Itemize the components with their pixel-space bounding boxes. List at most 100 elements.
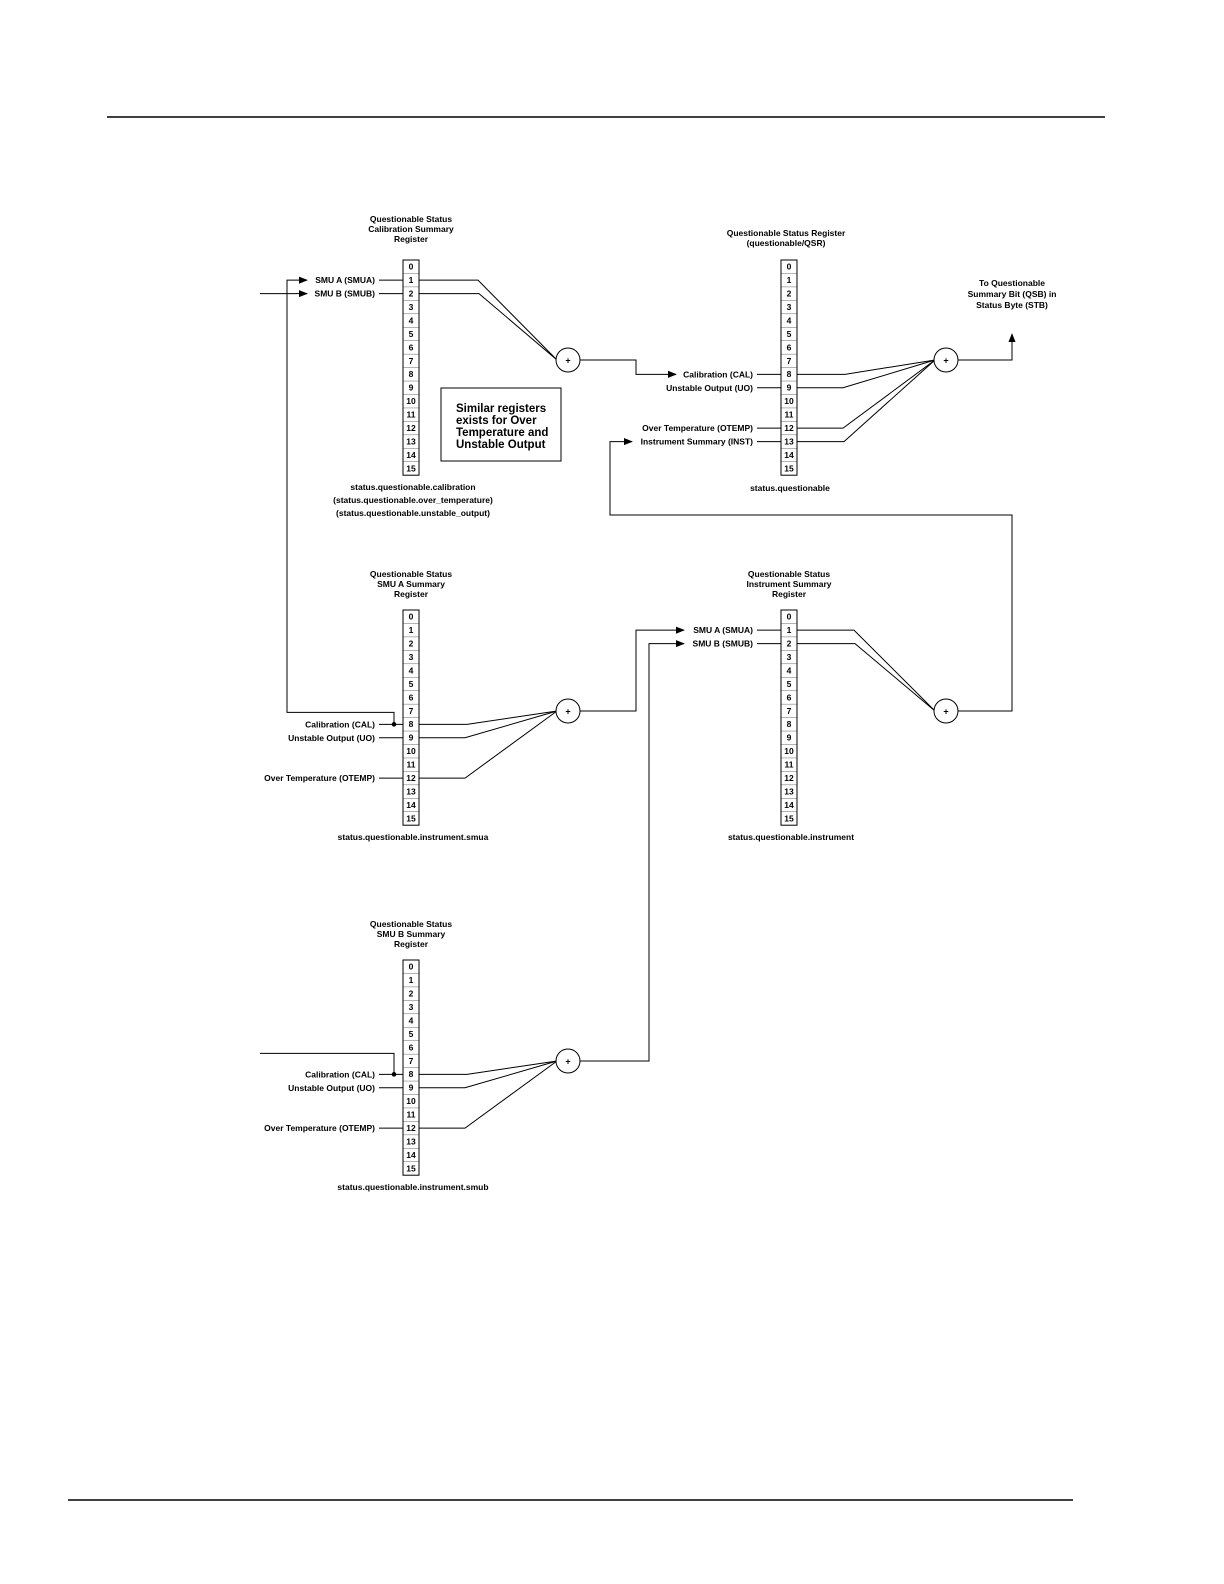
input-label: Calibration (CAL) [683, 369, 753, 379]
bit-number: 13 [406, 436, 416, 446]
input-label: Unstable Output (UO) [288, 1083, 375, 1093]
fan-in-smua [419, 710, 558, 739]
input-label: SMU A (SMUA) [315, 275, 375, 285]
fan-in-instrument [797, 629, 936, 712]
bit-number: 6 [787, 692, 792, 702]
fan-in-smua [419, 710, 558, 725]
or-gate-symbol: + [565, 707, 570, 717]
input-label: SMU B (SMUB) [693, 639, 754, 649]
wire-smua-to-instrument [580, 626, 685, 712]
bit-number: 8 [409, 369, 414, 379]
bit-number: 6 [787, 342, 792, 352]
or-gate-inst [933, 698, 959, 724]
wire-smub-cal-out [260, 1052, 395, 1075]
bit-number: 5 [409, 679, 414, 689]
command-name: status.questionable [750, 483, 830, 493]
input-label: SMU B (SMUB) [315, 289, 376, 299]
register-title-line: Questionable Status Register [727, 228, 846, 238]
bit-number: 2 [409, 289, 414, 299]
register-title-line: Register [772, 589, 807, 599]
bit-number: 7 [787, 706, 792, 716]
bit-number: 9 [787, 733, 792, 743]
or-gate-smua [555, 698, 581, 724]
input-label: Instrument Summary (INST) [641, 437, 754, 447]
wire-qsr-to-stb [958, 333, 1016, 361]
command-name: (status.questionable.unstable_output) [336, 508, 490, 518]
register-title-line: Register [394, 234, 429, 244]
bit-number: 0 [787, 612, 792, 622]
bit-number: 12 [406, 423, 416, 433]
register-title-line: Calibration Summary [368, 224, 454, 234]
junction-dot [391, 1072, 397, 1077]
bit-number: 11 [407, 1110, 416, 1120]
bit-number: 4 [787, 665, 792, 675]
bit-number: 8 [787, 719, 792, 729]
register-title-line: Register [394, 939, 429, 949]
bit-number: 0 [409, 262, 414, 272]
bit-number: 9 [409, 1083, 414, 1093]
input-label: Unstable Output (UO) [288, 733, 375, 743]
wire-cal-to-qsr [580, 359, 677, 378]
or-gate-symbol: + [943, 707, 948, 717]
or-gate-qsr [933, 347, 959, 373]
or-gate-symbol: + [565, 1057, 570, 1067]
bit-number: 7 [409, 706, 414, 716]
bit-number: 1 [409, 275, 414, 285]
note-line: Similar registers [456, 403, 546, 415]
note-line: Temperature and [456, 427, 548, 439]
junction-dot [391, 722, 397, 727]
bit-number: 3 [787, 652, 792, 662]
output-label-line: Summary Bit (QSB) in [968, 289, 1057, 299]
register-title-line: (questionable/QSR) [747, 238, 826, 248]
bit-number: 15 [406, 463, 416, 473]
register-title-line: Questionable Status [370, 569, 452, 579]
register-questionable: Questionable Status Register(questionabl… [641, 228, 846, 493]
note-line: Unstable Output [456, 439, 546, 451]
bit-number: 3 [409, 652, 414, 662]
bit-number: 5 [787, 329, 792, 339]
command-name: (status.questionable.over_temperature) [333, 495, 493, 505]
output-label-line: To Questionable [979, 278, 1045, 288]
or-gate-smub [555, 1048, 581, 1074]
note-line: exists for Over [456, 415, 537, 427]
bit-number: 14 [406, 1150, 416, 1160]
fan-in-smub [419, 1060, 558, 1089]
fan-in-qsr [797, 359, 936, 375]
wire-smua-cal-to-calibration [286, 276, 395, 725]
bit-number: 7 [409, 356, 414, 366]
bit-number: 5 [409, 1029, 414, 1039]
register-title-line: Instrument Summary [746, 579, 831, 589]
bit-number: 1 [409, 625, 414, 635]
bit-number: 3 [409, 302, 414, 312]
bit-number: 8 [409, 719, 414, 729]
connection-wires [260, 276, 1016, 1129]
bit-number: 15 [406, 1163, 416, 1173]
bit-number: 14 [406, 450, 416, 460]
bit-number: 11 [785, 410, 794, 420]
bit-number: 10 [406, 396, 416, 406]
input-label: SMU A (SMUA) [693, 625, 753, 635]
bit-number: 10 [784, 746, 794, 756]
wire-inst-to-qsr [609, 437, 1013, 712]
bit-number: 8 [787, 369, 792, 379]
bit-number: 2 [409, 639, 414, 649]
command-name: status.questionable.calibration [350, 482, 475, 492]
bit-number: 1 [787, 625, 792, 635]
bit-number: 15 [784, 813, 794, 823]
bit-number: 10 [406, 1096, 416, 1106]
bit-number: 0 [409, 962, 414, 972]
bit-number: 7 [409, 1056, 414, 1066]
command-name: status.questionable.instrument.smub [337, 1182, 488, 1192]
wire-smub-to-instrument [580, 640, 685, 1062]
bit-number: 1 [787, 275, 792, 285]
bit-number: 8 [409, 1069, 414, 1079]
bit-number: 12 [406, 1123, 416, 1133]
bit-number: 12 [784, 423, 794, 433]
bit-number: 6 [409, 692, 414, 702]
fan-in-qsr [797, 359, 936, 429]
register-title-line: Questionable Status [370, 214, 452, 224]
